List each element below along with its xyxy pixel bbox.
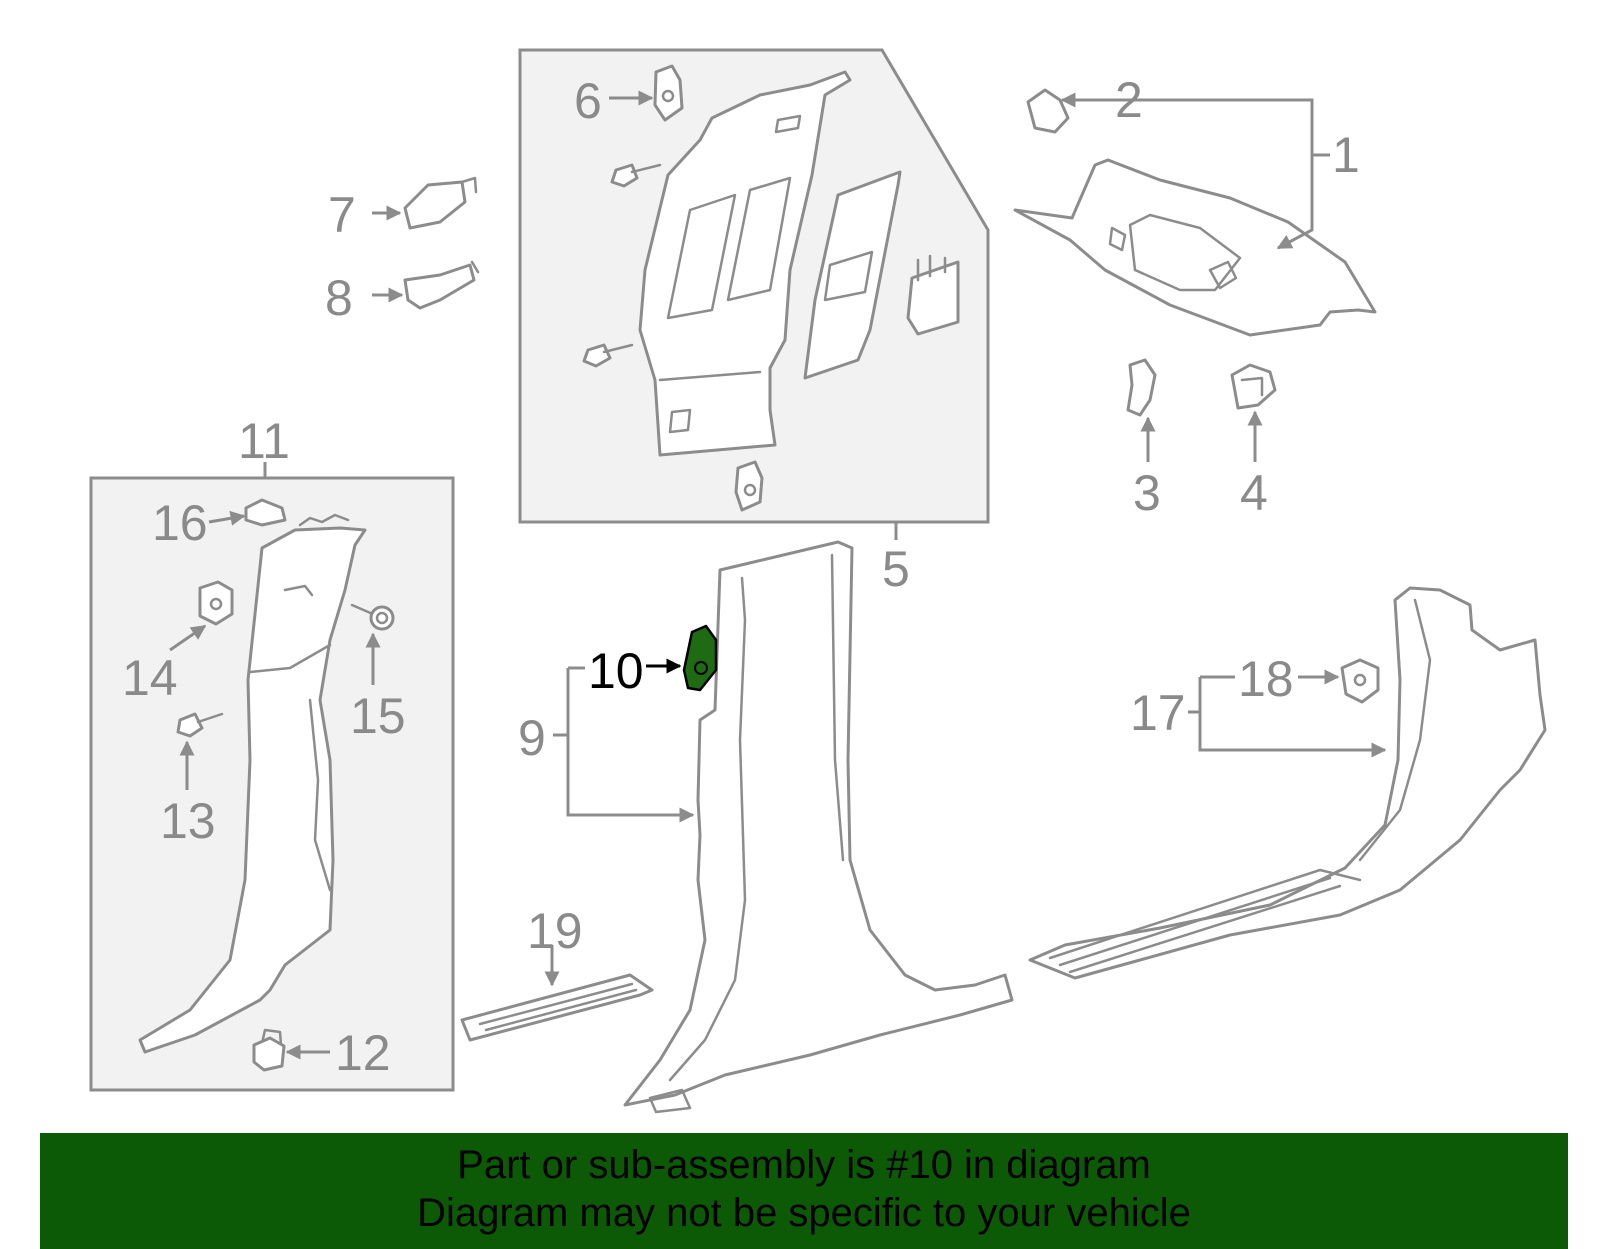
callout-6: 6	[574, 73, 602, 129]
part-1-trim-panel[interactable]	[1013, 158, 1377, 337]
callout-16: 16	[152, 495, 208, 551]
part-15-pushpin[interactable]	[350, 603, 395, 631]
part-4-cap[interactable]	[1230, 363, 1277, 410]
callout-10-highlighted: 10	[588, 643, 644, 699]
banner-line-disclaimer: Diagram may not be specific to your vehi…	[417, 1191, 1191, 1235]
callout-7: 7	[328, 187, 356, 243]
part-14-clip[interactable]	[198, 580, 234, 626]
banner-line-part-number: Part or sub-assembly is #10 in diagram	[457, 1143, 1151, 1187]
callout-17: 17	[1130, 685, 1186, 741]
info-banner: Part or sub-assembly is #10 in diagram D…	[40, 1133, 1568, 1249]
callout-14: 14	[122, 650, 178, 706]
part-5-upper-pillar-trim[interactable]	[638, 70, 852, 457]
part-18-clip[interactable]	[1340, 658, 1380, 704]
part-3-cap[interactable]	[1126, 358, 1157, 417]
callout-12: 12	[335, 1025, 391, 1081]
callout-19: 19	[527, 903, 583, 959]
part-17-sill-trim[interactable]	[1028, 586, 1547, 980]
callout-3: 3	[1133, 465, 1161, 521]
part-2-clip[interactable]	[1026, 88, 1070, 134]
callout-15: 15	[350, 688, 406, 744]
callout-1: 1	[1332, 127, 1360, 183]
callout-9: 9	[518, 710, 546, 766]
part-5-side-panel[interactable]	[803, 170, 902, 380]
part-6-clip[interactable]	[653, 64, 684, 122]
callout-11: 11	[238, 413, 290, 469]
part-12-clip[interactable]	[252, 1036, 286, 1072]
part-13-bolt[interactable]	[176, 712, 224, 738]
part-5-bolt-upper[interactable]	[610, 163, 662, 188]
part-5-bolt-lower[interactable]	[582, 343, 634, 368]
part-11-a-pillar-trim[interactable]	[138, 513, 367, 1068]
part-16-clip[interactable]	[244, 498, 287, 527]
part-5-clip-box[interactable]	[906, 254, 960, 336]
leader-lines	[169, 90, 1387, 1060]
callout-labels: 1 2 3 4 5 6 7 8 9 10 11 12 13 14 15 16 1…	[122, 72, 1360, 1081]
part-9-lower-pillar-trim[interactable]	[623, 540, 1014, 1114]
callout-13: 13	[160, 793, 216, 849]
callout-5: 5	[882, 541, 910, 597]
callout-4: 4	[1240, 465, 1268, 521]
callout-2: 2	[1115, 72, 1143, 128]
part-19-sill-plate[interactable]	[460, 973, 654, 1042]
part-10-clip-highlighted[interactable]	[682, 624, 718, 692]
callout-8: 8	[325, 270, 353, 326]
part-8-bracket[interactable]	[403, 260, 480, 310]
part-5-clip-lower[interactable]	[734, 460, 764, 512]
part-7-cover[interactable]	[403, 176, 478, 230]
callout-18: 18	[1238, 651, 1294, 707]
